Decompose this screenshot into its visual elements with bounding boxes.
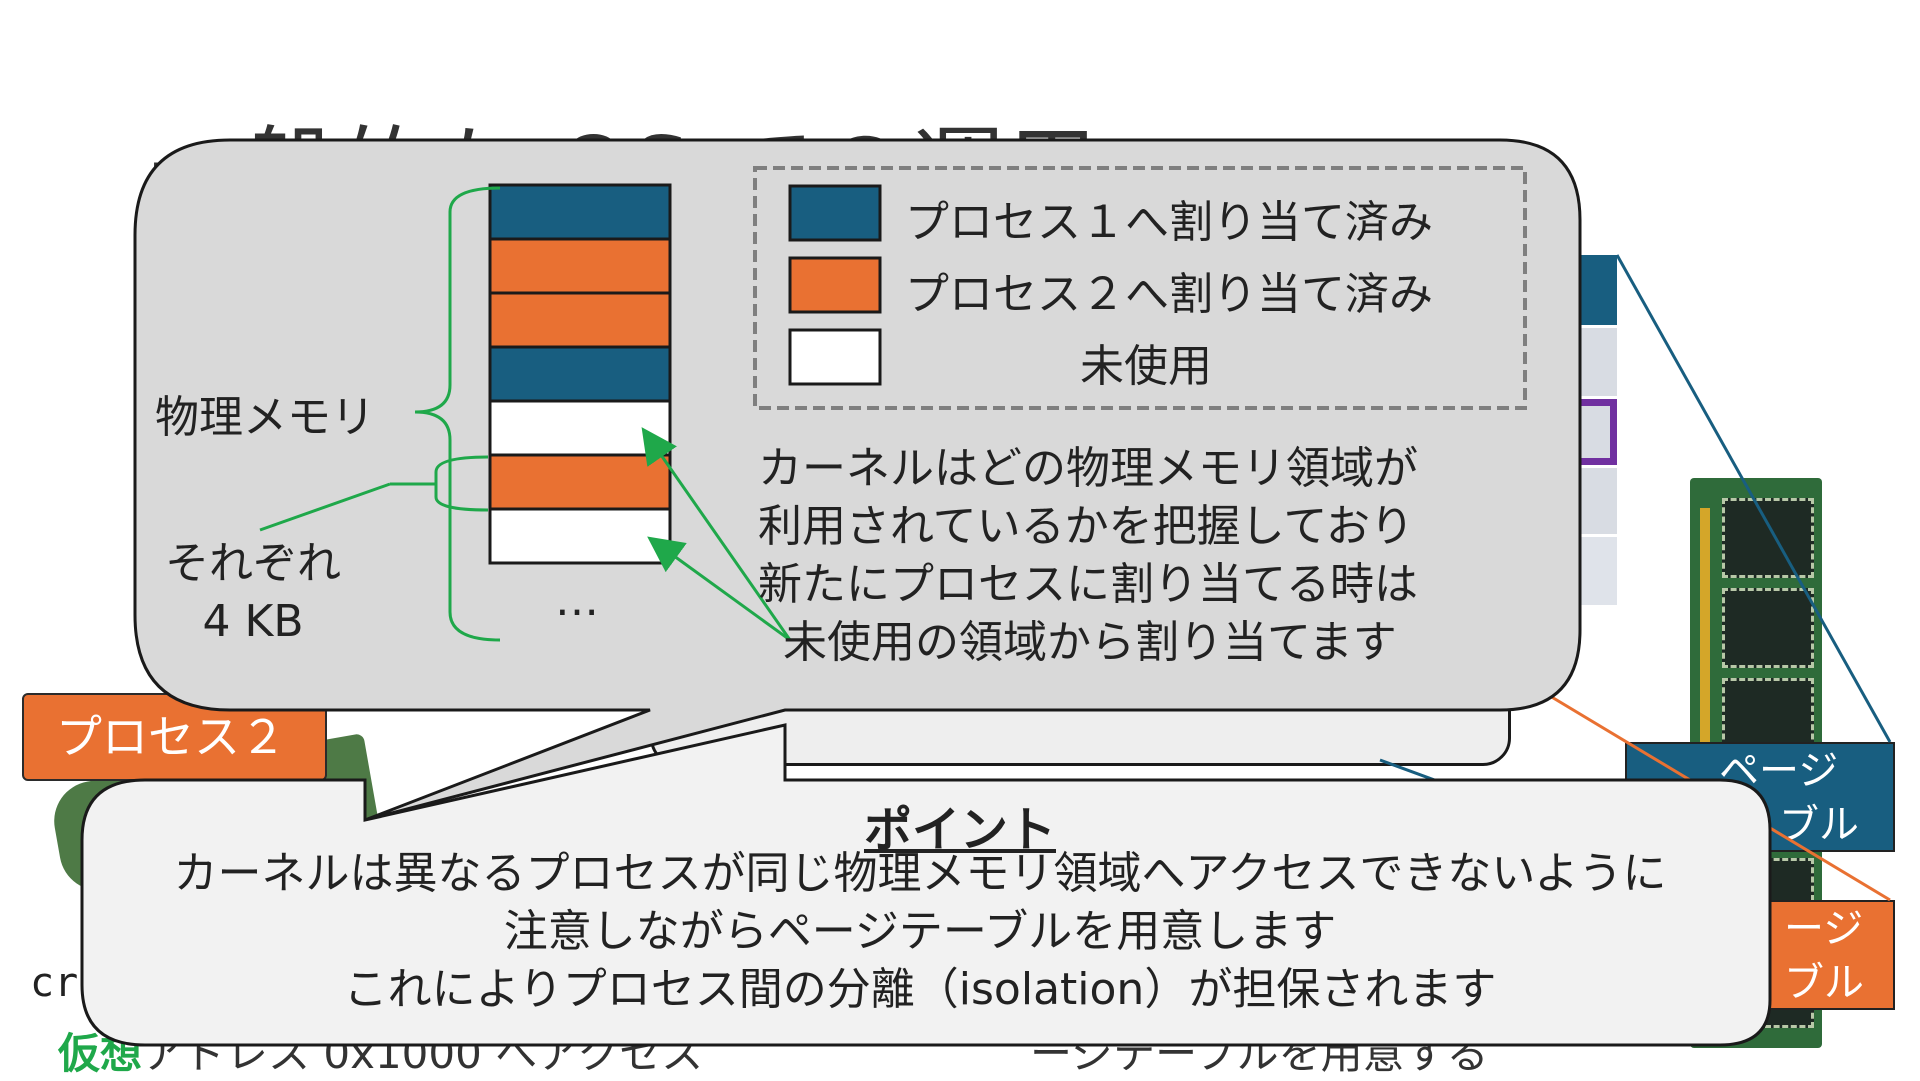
block-brace: [390, 455, 489, 512]
memory-block-unused: [488, 507, 672, 565]
memory-block-process2: [488, 291, 672, 349]
memory-block-unused: [488, 399, 672, 457]
page-table-2-line2: ブル: [1784, 960, 1864, 1006]
ram-chip: [1722, 588, 1814, 668]
legend-swatch-unused: [788, 328, 882, 386]
legend-frame: [753, 166, 1527, 410]
each-pointer-line: [259, 482, 391, 532]
memory-block-process2: [488, 237, 672, 295]
legend-label-process2: プロセス２へ割り当て済み: [905, 269, 1433, 320]
physical-memory-label: 物理メモリ: [155, 392, 375, 443]
each-label-line2: 4 KB: [202, 596, 304, 647]
memory-ellipsis: …: [555, 575, 599, 626]
code-line: cr: [30, 960, 79, 1006]
memory-block-process2: [488, 453, 672, 511]
legend-label-unused: 未使用: [1080, 341, 1212, 392]
each-size-label: それぞれ 4 KB: [165, 535, 341, 651]
point-line: これによりプロセス間の分離（isolation）が担保されます: [343, 964, 1497, 1015]
description-line: カーネルはどの物理メモリ領域が: [758, 443, 1418, 494]
connector-line-blue: [1615, 254, 1892, 743]
legend-swatch-process2: [788, 256, 882, 314]
arrow-to-unused-1: [641, 427, 792, 641]
description-line: 利用されているかを把握しており: [758, 501, 1415, 552]
memory-brace: [414, 186, 501, 642]
point-line: 注意しながらページテーブルを用意します: [503, 906, 1337, 957]
memory-block-process1: [488, 345, 672, 403]
page-table-2-line1: ージ: [1784, 906, 1864, 952]
legend-label-process1: プロセス１へ割り当て済み: [905, 197, 1433, 248]
description-line: 未使用の領域から割り当てます: [783, 617, 1397, 668]
description-line: 新たにプロセスに割り当てる時は: [758, 559, 1418, 610]
memory-block-process1: [488, 183, 672, 241]
point-line: カーネルは異なるプロセスが同じ物理メモリ領域へアクセスできないように: [173, 848, 1667, 899]
point-callout-bubble: [80, 723, 1772, 1047]
legend-swatch-process1: [788, 184, 882, 242]
arrow-to-unused-2: [647, 536, 791, 642]
ram-chip: [1722, 498, 1814, 578]
point-title: ポイント: [863, 802, 1056, 858]
point-body: カーネルは異なるプロセスが同じ物理メモリ領域へアクセスできないように 注意しなが…: [80, 845, 1760, 1019]
each-label-line1: それぞれ: [165, 538, 341, 589]
kernel-description: カーネルはどの物理メモリ領域が 利用されているかを把握しており 新たにプロセスに…: [758, 440, 1418, 672]
